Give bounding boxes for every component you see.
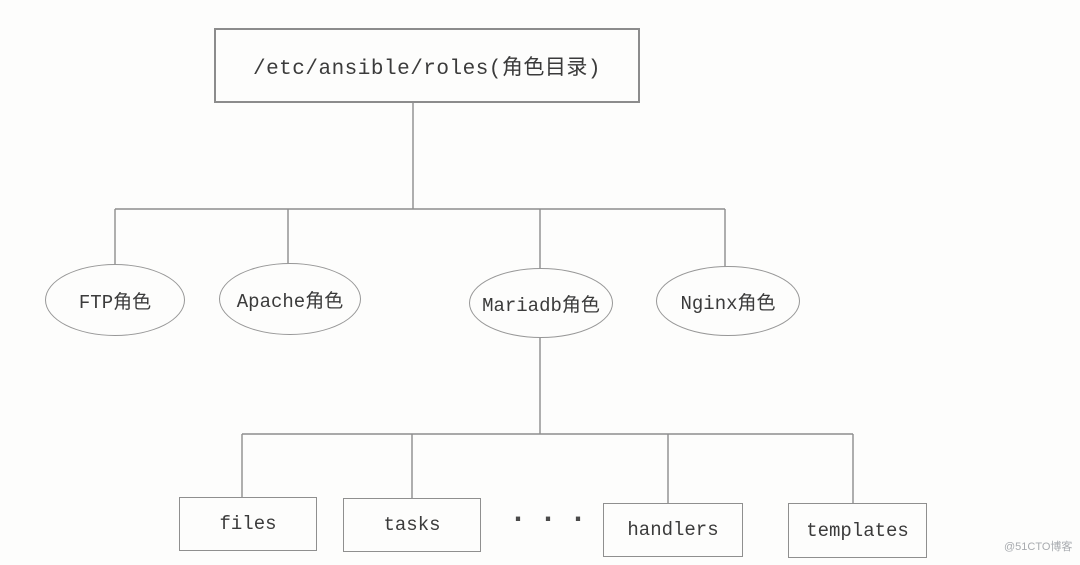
node-roles-directory: /etc/ansible/roles(角色目录) [214,28,640,103]
nginx-role-label: Nginx角色 [680,292,776,315]
files-dir-label: files [219,513,277,535]
node-files-dir: files [179,497,317,551]
node-handlers-dir: handlers [603,503,743,557]
handlers-dir-label: handlers [627,519,719,541]
tasks-dir-label: tasks [383,514,441,536]
node-mariadb-role: Mariadb角色 [469,268,613,338]
mariadb-role-label: Mariadb角色 [482,294,600,317]
templates-dir-label: templates [806,519,909,542]
node-tasks-dir: tasks [343,498,481,552]
node-apache-role: Apache角色 [219,263,361,335]
ftp-role-label: FTP角色 [78,291,152,314]
node-ftp-role: FTP角色 [45,264,185,336]
node-templates-dir: templates [788,503,927,558]
node-nginx-role: Nginx角色 [656,266,800,336]
apache-role-label: Apache角色 [236,290,344,313]
watermark-51cto: @51CTO博客 [1004,541,1073,553]
roles-directory-label: /etc/ansible/roles(角色目录) [252,57,602,81]
ellipsis-dots: ··· [509,503,600,537]
